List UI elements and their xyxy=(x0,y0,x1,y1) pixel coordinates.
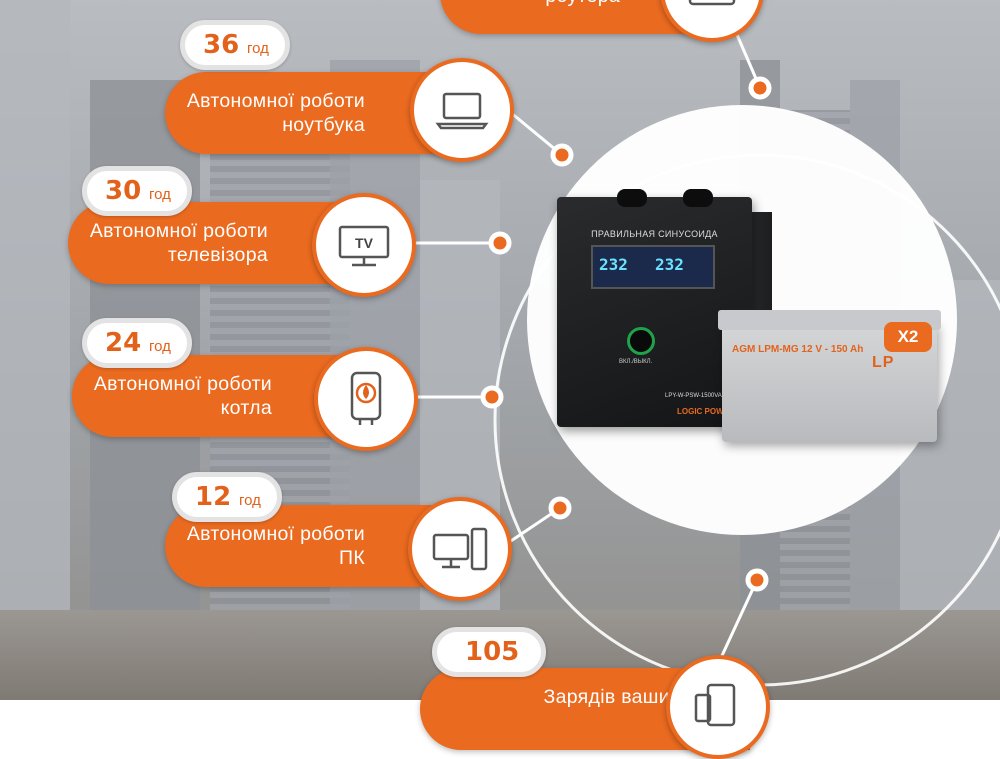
router-label: роутера xyxy=(545,0,620,8)
pc-icon xyxy=(408,497,512,601)
inverter-model: LPY-W-PSW-1500VA+ xyxy=(665,393,726,399)
power-button xyxy=(627,327,655,355)
inverter-brand: LOGIC POWER xyxy=(677,407,735,416)
socket xyxy=(617,189,647,207)
product-image: ПРАВИЛЬНАЯ СИНУСОИДА 232 232 ВКЛ./ВЫКЛ. … xyxy=(522,142,962,482)
lcd-left-value: 232 xyxy=(599,255,628,274)
boiler-hours-value: 24 xyxy=(105,328,142,358)
boiler-label-line1: Автономної роботи xyxy=(93,373,272,395)
pc-label: Автономної роботи ПК xyxy=(187,522,365,570)
laptop-label-line1: Автономної роботи xyxy=(186,90,365,112)
laptop-label: Автономної роботи ноутбука xyxy=(187,89,365,137)
inverter-display: 232 232 xyxy=(591,245,715,289)
tv-icon-text: TV xyxy=(355,235,374,251)
inverter: ПРАВИЛЬНАЯ СИНУСОИДА 232 232 ВКЛ./ВЫКЛ. … xyxy=(557,189,752,427)
tv-label: Автономної роботи телевізора xyxy=(90,219,268,267)
boiler-hours-unit: год xyxy=(149,338,171,355)
phone-tablet-icon xyxy=(666,655,770,759)
tv-hours-badge: 30 год xyxy=(82,166,192,216)
laptop-label-line2: ноутбука xyxy=(282,114,365,136)
pc-hours-unit: год xyxy=(239,492,261,509)
tv-icon: TV xyxy=(312,193,416,297)
power-button-label: ВКЛ./ВЫКЛ. xyxy=(619,359,653,365)
boiler-icon xyxy=(314,347,418,451)
tv-label-line2: телевізора xyxy=(167,244,268,266)
battery-label: AGM LPM-MG 12 V - 150 Ah xyxy=(732,344,864,355)
laptop-hours-unit: год xyxy=(247,40,269,57)
boiler-label-line2: котла xyxy=(220,397,272,419)
laptop-hours-value: 36 xyxy=(203,30,240,60)
tv-hours-unit: год xyxy=(149,186,171,203)
battery-logo: LP xyxy=(872,354,895,371)
tv-hours-value: 30 xyxy=(105,176,142,206)
pc-hours-badge: 12 год xyxy=(172,472,282,522)
laptop-hours-badge: 36 год xyxy=(180,20,290,70)
lcd-right-value: 232 xyxy=(655,255,684,274)
charges-label: Зарядів ваших xyxy=(544,685,680,709)
boiler-hours-badge: 24 год xyxy=(82,318,192,368)
boiler-label: Автономної роботи котла xyxy=(94,372,272,420)
pc-label-line1: Автономної роботи xyxy=(186,523,365,545)
battery-multiplier-badge: X2 xyxy=(884,322,932,352)
pc-label-line2: ПК xyxy=(339,547,365,569)
pc-hours-value: 12 xyxy=(195,482,232,512)
charges-count-value: 105 xyxy=(465,637,520,667)
tv-label-line1: Автономної роботи xyxy=(89,220,268,242)
socket xyxy=(683,189,713,207)
charges-label-line1: Зарядів ваших xyxy=(543,686,680,708)
laptop-icon xyxy=(410,58,514,162)
charges-count-badge: 105 xyxy=(432,627,546,677)
inverter-title: ПРАВИЛЬНАЯ СИНУСОИДА xyxy=(591,229,718,239)
connector-dots xyxy=(483,76,772,592)
